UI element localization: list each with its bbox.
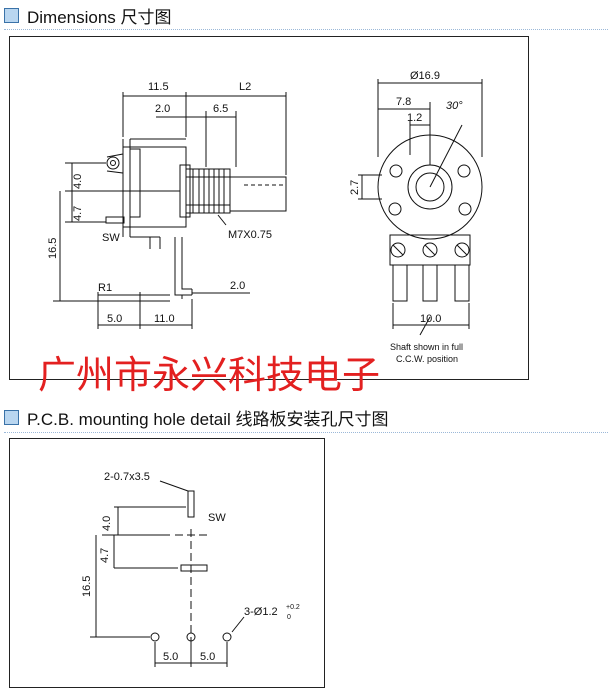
dim-5-0-label: 5.0 [107,313,122,325]
pcb-title: P.C.B. mounting hole detail 线路板安装孔尺寸图 [27,409,389,429]
section-divider [4,29,608,30]
r1-label: R1 [98,282,112,294]
dim-6-5-label: 6.5 [213,103,228,115]
note-line-2: C.C.W. position [396,354,458,364]
dimensions-header: Dimensions 尺寸图 [4,4,172,27]
dim-1-2-label: 1.2 [407,112,422,124]
dimensions-title: Dimensions 尺寸图 [27,7,172,27]
angle-30-label: 30° [446,100,463,112]
dimension-drawing: 11.5 L2 2.0 6.5 4.0 4.7 16.5 SW M7X0.75 … [47,70,483,364]
dim-10-0-label: 10.0 [420,313,441,325]
dia-16-9-label: Ø16.9 [410,70,440,82]
dim-4-7-label: 4.7 [72,206,84,221]
section-marker-icon [4,7,19,23]
pcb-header: P.C.B. mounting hole detail 线路板安装孔尺寸图 [4,406,389,429]
pcb-dim-4-0-label: 4.0 [101,516,113,531]
pcb-dim-4-7-label: 4.7 [99,548,111,563]
dim-11-0-label: 11.0 [154,313,175,325]
section-marker-icon [4,409,19,425]
note-line-1: Shaft shown in full [390,342,463,352]
dim-11-5-label: 11.5 [148,81,169,93]
sw-label: SW [102,232,120,244]
front-view [358,79,483,336]
pcb-dim-16-5-label: 16.5 [81,576,93,597]
pcb-sw-label: SW [208,512,226,524]
pcb-drawing: 2-0.7x3.5 SW 4.0 4.7 16.5 3-Ø1.2 +0.2 0 … [81,471,300,667]
dim-4-0-label: 4.0 [72,174,84,189]
watermark-text: 广州市永兴科技电子 [38,353,381,397]
tol-minus-label: 0 [287,614,291,621]
dim-2-7-label: 2.7 [349,180,361,195]
section-divider [4,432,608,433]
pcb-dim-5-0-left-label: 5.0 [163,651,178,663]
thread-label: M7X0.75 [228,229,272,241]
dim-l2-label: L2 [239,81,251,93]
dim-2-0-bottom-label: 2.0 [230,280,245,292]
tol-plus-label: +0.2 [286,604,300,611]
pcb-panel: 2-0.7x3.5 SW 4.0 4.7 16.5 3-Ø1.2 +0.2 0 … [9,438,325,688]
side-view [53,92,287,329]
hole-spec-label: 3-Ø1.2 [244,606,278,618]
dim-16-5-label: 16.5 [47,238,59,259]
dim-2-0-top-label: 2.0 [155,103,170,115]
pcb-dim-5-0-right-label: 5.0 [200,651,215,663]
slot-spec-label: 2-0.7x3.5 [104,471,150,483]
dimensions-panel: 11.5 L2 2.0 6.5 4.0 4.7 16.5 SW M7X0.75 … [9,36,529,380]
dim-7-8-label: 7.8 [396,96,411,108]
